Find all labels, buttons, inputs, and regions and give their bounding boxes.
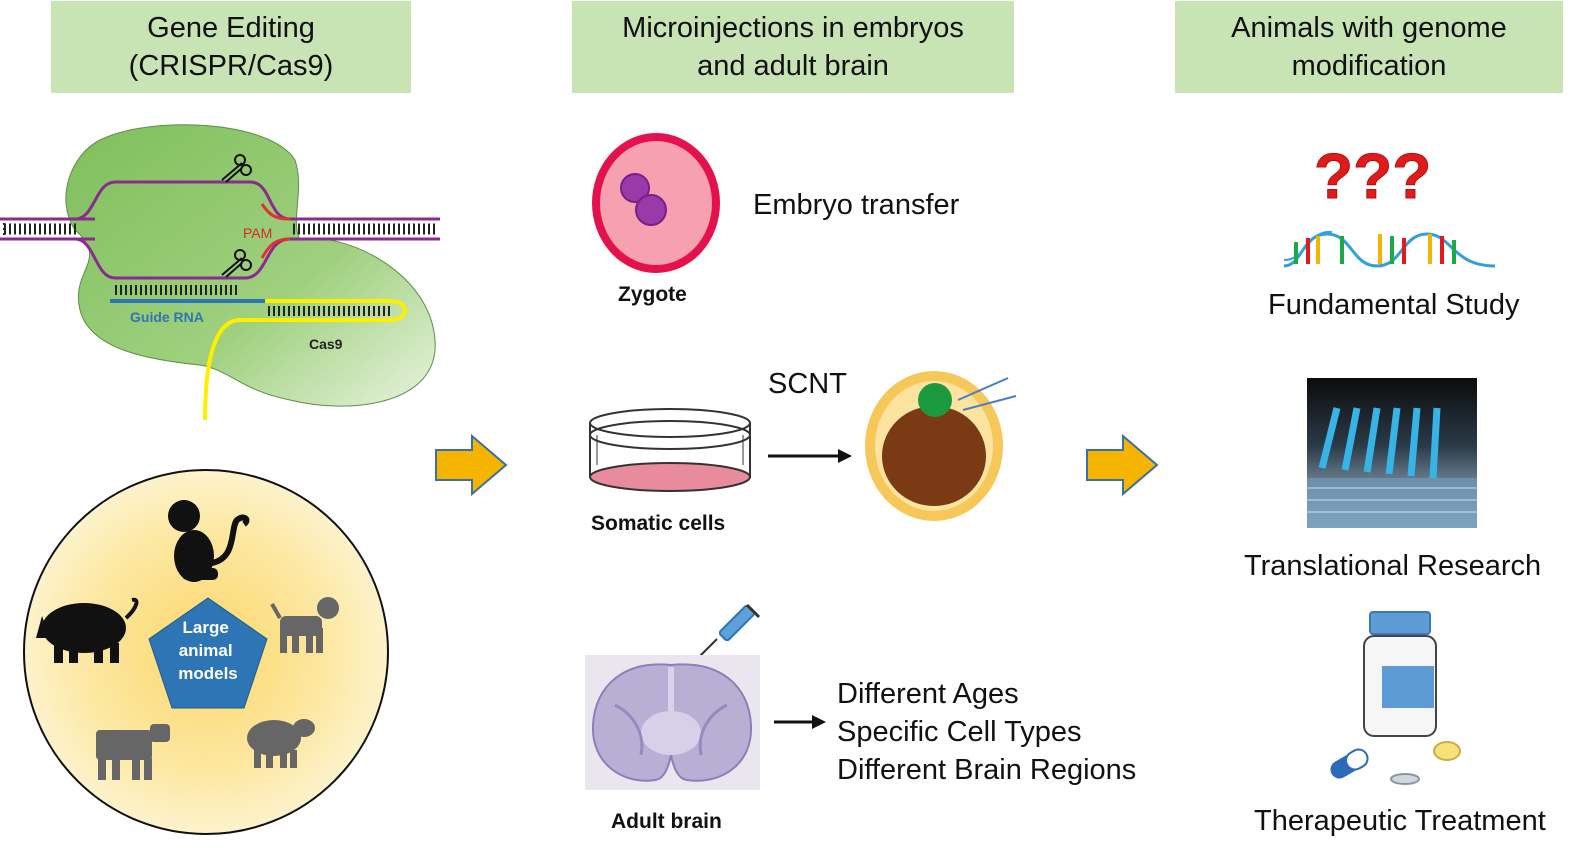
svg-text:???: ??? <box>1314 140 1431 212</box>
large-animal-models-circle: Large animal models <box>23 469 389 835</box>
cas9-label: Cas9 <box>309 336 343 352</box>
large-animal-pentagon <box>148 597 268 709</box>
zygote-label: Zygote <box>618 283 687 306</box>
dog-icon <box>270 597 339 653</box>
header-animals-line2: modification <box>1291 50 1447 82</box>
therapeutic-treatment-label: Therapeutic Treatment <box>1254 805 1546 837</box>
dna-right-ladder <box>290 217 440 241</box>
header-gene-editing-line1: Gene Editing <box>147 12 315 44</box>
dna-bottom-strand <box>74 237 291 280</box>
tracr-rna <box>203 299 407 421</box>
arrow-scnt-icon <box>768 449 852 463</box>
cow-icon <box>96 724 170 780</box>
zygote-icon <box>592 133 720 273</box>
scissors-icon-top <box>221 154 252 183</box>
svg-text:Large animal models: Large animal models <box>178 618 238 683</box>
pipette-plate-icon <box>1307 378 1477 528</box>
fundamental-study-label: Fundamental Study <box>1268 289 1520 321</box>
petri-dish-icon <box>589 408 751 492</box>
header-microinjections: Microinjections in embryos and adult bra… <box>572 1 1014 93</box>
arrow-right-icon-1 <box>435 433 508 497</box>
pig-icon <box>36 597 139 663</box>
header-gene-editing: Gene Editing (CRISPR/Cas9) <box>51 1 411 93</box>
guide-rna-label: Guide RNA <box>130 309 204 325</box>
adult-brain-label: Adult brain <box>611 810 722 833</box>
pentagon-line2: animal <box>179 641 233 660</box>
arrow-right-icon-2 <box>1086 433 1159 497</box>
dna-helix-icon <box>1283 230 1496 268</box>
somatic-cells-label: Somatic cells <box>591 512 726 535</box>
brain-section-icon <box>585 655 760 790</box>
scnt-label: SCNT <box>768 368 847 400</box>
pills-icon <box>1330 741 1461 785</box>
dna-top-strand <box>74 180 291 221</box>
sheep-icon <box>247 719 315 768</box>
scnt-oocyte-icon <box>865 371 1017 521</box>
translational-research-label: Translational Research <box>1244 550 1542 582</box>
scissors-icon-bottom <box>221 249 252 278</box>
brain-outcome-cell-types: Specific Cell Types <box>837 716 1082 748</box>
embryo-transfer-label: Embryo transfer <box>753 189 960 221</box>
arrow-brain-icon <box>774 715 826 729</box>
brain-outcome-ages: Different Ages <box>837 678 1019 710</box>
header-microinjections-line1: Microinjections in embryos <box>622 12 964 44</box>
pam-label: PAM <box>243 225 272 241</box>
crispr-cas9-diagram: PAM Guide RNA Cas9 <box>0 124 440 421</box>
header-animals-genome: Animals with genome modification <box>1175 1 1563 93</box>
question-marks-icon: ??? <box>1314 140 1432 213</box>
monkey-icon <box>168 500 250 582</box>
header-gene-editing-line2: (CRISPR/Cas9) <box>128 50 334 82</box>
header-microinjections-line2: and adult brain <box>697 50 889 82</box>
pentagon-line3: models <box>178 664 238 683</box>
brain-outcome-regions: Different Brain Regions <box>837 754 1137 786</box>
header-animals-line1: Animals with genome <box>1231 12 1507 44</box>
pentagon-line1: Large <box>182 618 228 637</box>
medicine-bottle-icon <box>1363 611 1437 737</box>
